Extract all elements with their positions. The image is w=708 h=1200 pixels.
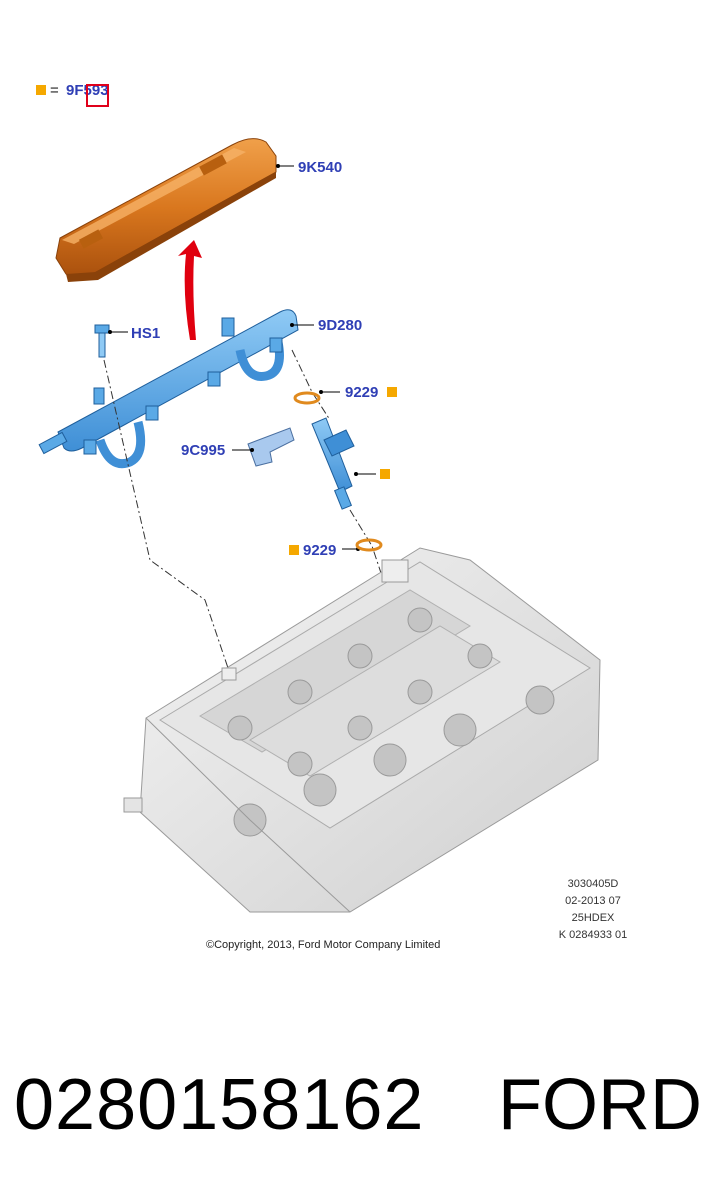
legend-marker-icon	[36, 85, 46, 95]
legend: = 9F593	[36, 82, 109, 107]
label-9D280: 9D280	[318, 317, 362, 334]
legend-equals: =	[50, 82, 59, 99]
meta-line-3: 25HDEX	[572, 912, 615, 924]
exploded-parts-diagram: = 9F593 9K540 9D280 HS1	[36, 82, 628, 951]
brand-name: FORD	[498, 1065, 702, 1145]
service-kit-marker-icon	[380, 469, 390, 479]
label-9229-upper: 9229	[345, 384, 378, 401]
oring-upper	[293, 391, 321, 405]
meta-line-4: K 0284933 01	[559, 929, 628, 941]
injector-clip	[247, 427, 295, 467]
label-9K540: 9K540	[298, 159, 342, 176]
service-kit-marker-icon	[289, 545, 299, 555]
label-HS1: HS1	[131, 325, 160, 342]
footer-caption: 0280158162 FORD	[0, 1060, 708, 1150]
fuel-rail-cover	[55, 138, 277, 282]
removal-arrow-icon	[178, 240, 202, 340]
fuel-injector	[311, 417, 355, 510]
meta-line-1: 3030405D	[568, 878, 619, 890]
service-kit-marker-icon	[387, 387, 397, 397]
highlight-box-icon	[86, 84, 109, 107]
cylinder-head	[123, 547, 601, 913]
fuel-rail	[38, 309, 299, 469]
meta-line-2: 02-2013 07	[565, 895, 621, 907]
label-9C995: 9C995	[181, 442, 225, 459]
label-9229-lower: 9229	[303, 542, 336, 559]
part-number: 0280158162	[14, 1065, 425, 1145]
copyright-notice: ©Copyright, 2013, Ford Motor Company Lim…	[206, 939, 440, 951]
diagram-reference-block: 3030405D 02-2013 07 25HDEX K 0284933 01	[559, 878, 628, 941]
bolt-hs1	[94, 324, 110, 358]
oring-lower	[355, 538, 383, 552]
